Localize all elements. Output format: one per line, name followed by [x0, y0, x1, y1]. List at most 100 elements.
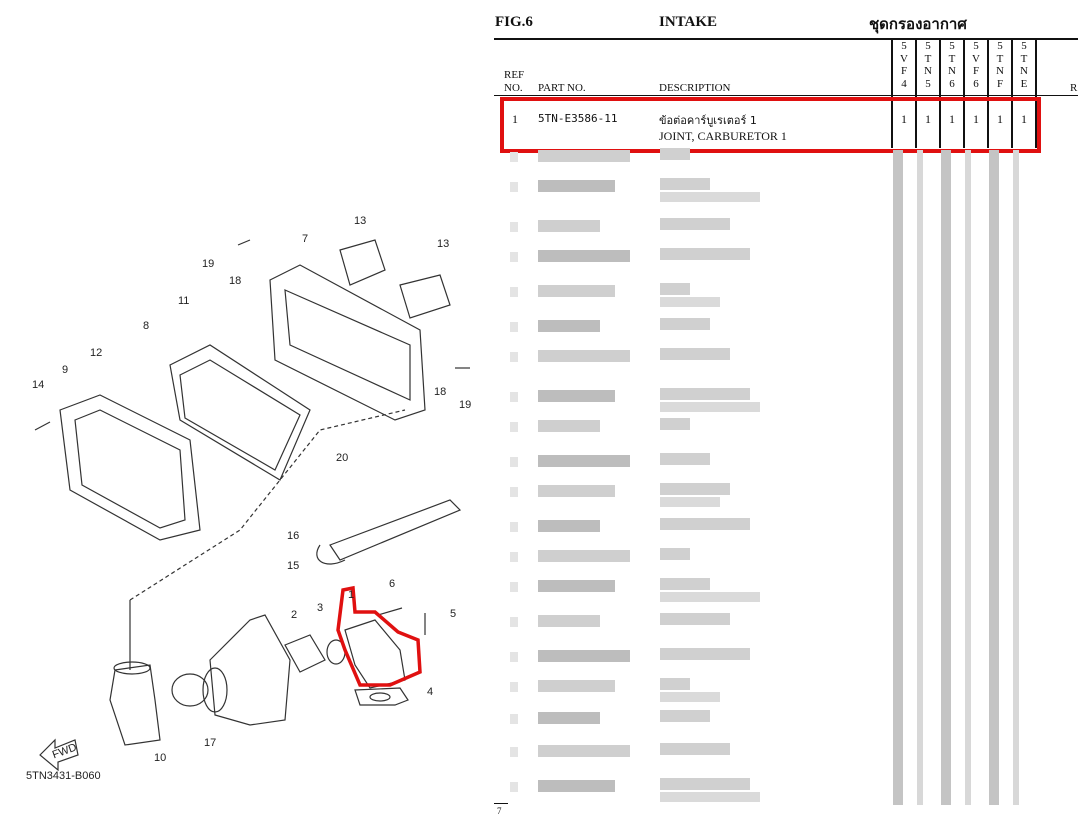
page-title-thai: ชุดกรองอากาศ [869, 15, 967, 33]
blurred-block [538, 615, 600, 627]
blurred-block [538, 745, 630, 757]
model-code-char: 5 [973, 40, 979, 52]
highlight-outline [336, 585, 422, 687]
blurred-block [660, 178, 710, 190]
model-code-char: V [972, 52, 980, 65]
blurred-block [538, 250, 630, 262]
blurred-block [1013, 150, 1019, 805]
model-code-char: 6 [949, 77, 955, 90]
blurred-block [660, 578, 710, 590]
blurred-block [510, 422, 518, 432]
blurred-block [538, 150, 630, 162]
model-code-char: F [972, 65, 980, 77]
callout-17: 17 [204, 737, 216, 749]
air-box-part [269, 264, 426, 421]
blurred-block [660, 402, 760, 412]
column-divider [1035, 40, 1037, 148]
model-code-char: T [924, 52, 932, 65]
blurred-block [510, 152, 518, 162]
quantity-cell: 1 [925, 112, 931, 126]
blurred-block [660, 418, 690, 430]
blurred-block [660, 710, 710, 722]
highlight-box [500, 97, 1041, 153]
callout-3: 3 [317, 602, 323, 614]
blurred-block [538, 390, 615, 402]
callout-18: 18 [229, 275, 241, 287]
blurred-block [510, 782, 518, 792]
part-no-header: PART NO. [538, 82, 586, 94]
diagram-code: 5TN3431-B060 [26, 770, 101, 782]
blurred-block [538, 650, 630, 662]
column-divider [891, 40, 893, 148]
model-code-char: 4 [901, 77, 907, 90]
blurred-block [660, 548, 690, 560]
callout-5: 5 [450, 608, 456, 620]
callout-13: 13 [354, 215, 366, 227]
blurred-block [893, 150, 903, 805]
model-code-char: F [900, 65, 908, 77]
model-code-char: T [1020, 52, 1028, 65]
model-code-char: 5 [997, 40, 1003, 52]
blurred-block [660, 297, 720, 307]
callout-2: 2 [291, 609, 297, 621]
ref-header-1: REF [504, 69, 525, 81]
blurred-block [660, 348, 730, 360]
callout-7: 7 [302, 233, 308, 245]
blurred-block [965, 150, 971, 805]
blurred-block [660, 453, 710, 465]
page-number: 7 [497, 806, 502, 816]
blurred-block [510, 487, 518, 497]
blurred-block [510, 222, 518, 232]
callout-15: 15 [287, 560, 299, 572]
callout-20: 20 [336, 452, 348, 464]
callout-9: 9 [62, 364, 68, 376]
model-code-char: 5 [901, 40, 907, 52]
blurred-block [660, 218, 730, 230]
blurred-block [660, 613, 730, 625]
model-code-char: V [900, 52, 908, 65]
blurred-block [660, 283, 690, 295]
callout-14: 14 [32, 379, 44, 391]
model-code-char: T [948, 52, 956, 65]
callout-4: 4 [427, 686, 433, 698]
description-header: DESCRIPTION [659, 82, 731, 94]
model-code-char: 6 [973, 77, 979, 90]
blurred-block [510, 747, 518, 757]
blurred-block [660, 592, 760, 602]
quantity-cell: 1 [1021, 112, 1027, 126]
blurred-block [510, 252, 518, 262]
blurred-block [510, 457, 518, 467]
column-divider [915, 40, 917, 148]
blurred-block [510, 652, 518, 662]
callout-12: 12 [90, 347, 102, 359]
blurred-block [538, 485, 615, 497]
blurred-block [538, 712, 600, 724]
blurred-block [538, 420, 600, 432]
blurred-block [538, 350, 630, 362]
model-code-char: 5 [1021, 40, 1027, 52]
column-divider [963, 40, 965, 148]
blurred-block [538, 320, 600, 332]
column-divider [987, 40, 989, 148]
blurred-block [538, 780, 615, 792]
callout-8: 8 [143, 320, 149, 332]
header-rule [494, 38, 1078, 40]
model-code-char: E [1020, 77, 1028, 90]
blurred-block [660, 497, 720, 507]
blurred-block [538, 520, 600, 532]
model-code-char: N [1020, 65, 1028, 77]
ref-header-2: NO. [504, 82, 523, 94]
model-code-char: 5 [949, 40, 955, 52]
model-code-char: N [996, 65, 1004, 77]
blurred-block [660, 678, 690, 690]
blurred-block [510, 682, 518, 692]
blurred-block [660, 692, 720, 702]
exploded-parts-diagram: 14 9 12 8 11 19 18 7 13 13 18 19 20 16 1… [26, 215, 471, 782]
blurred-block [510, 182, 518, 192]
blurred-block [660, 648, 750, 660]
model-code-char: N [948, 65, 956, 77]
